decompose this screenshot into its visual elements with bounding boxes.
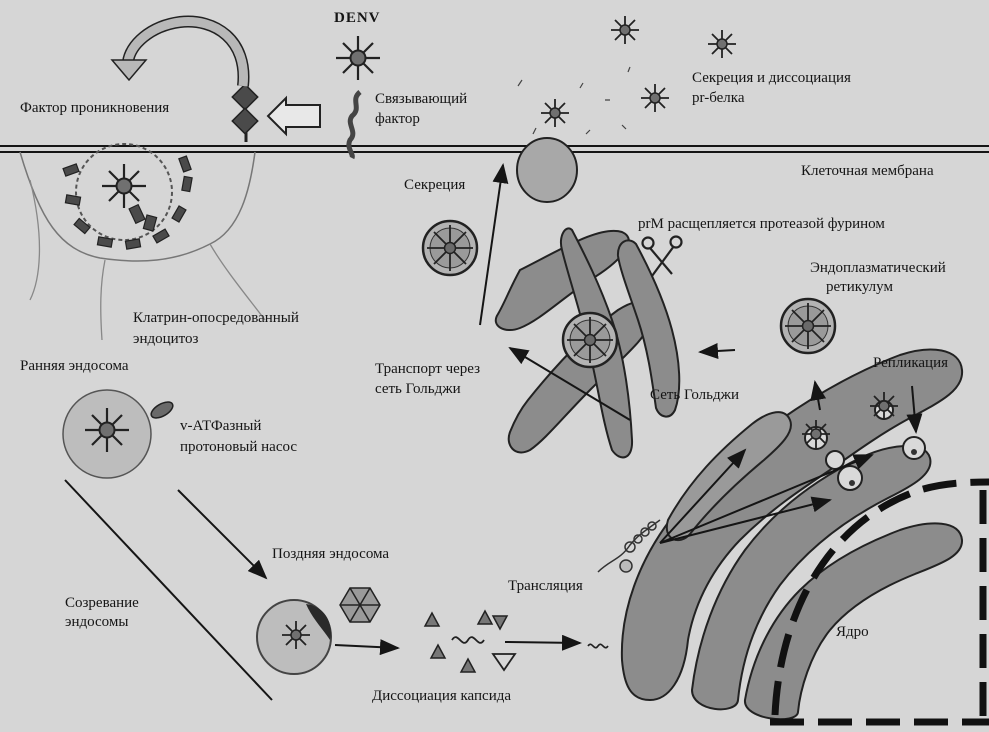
label-nucleus: Ядро xyxy=(836,624,869,641)
label-binding-factor-2: фактор xyxy=(375,111,420,128)
late-endosome xyxy=(257,600,331,674)
uncoating-arrow xyxy=(335,645,398,648)
label-translation: Трансляция xyxy=(508,578,583,595)
secretion-arrow xyxy=(480,165,503,325)
early-endosome xyxy=(63,390,175,478)
label-replication: Репликация xyxy=(873,355,948,372)
capsid-hexagon xyxy=(340,588,380,622)
label-secretion-dissociation-2: pr-белка xyxy=(692,90,745,107)
secretion-vesicle xyxy=(517,138,577,202)
label-clathrin-1: Клатрин-опосредованный xyxy=(133,310,299,327)
label-golgi: Сеть Гольджи xyxy=(650,387,739,404)
binding-factor xyxy=(349,92,360,158)
label-late-endosome: Поздняя эндосома xyxy=(272,546,389,563)
denv-virion xyxy=(336,36,380,80)
immature-virion-golgi xyxy=(563,313,617,367)
label-binding-factor-1: Связывающий xyxy=(375,91,467,108)
maturation-line xyxy=(65,480,272,700)
label-entry-factor: Фактор проникновения xyxy=(20,100,169,117)
binding-arrow xyxy=(268,98,320,134)
entry-factor-receptor xyxy=(112,22,258,142)
label-er-1: Эндоплазматический xyxy=(810,260,946,277)
label-clathrin-2: эндоцитоз xyxy=(133,331,198,348)
label-v-atpase-1: v-АТФазный xyxy=(180,418,261,435)
label-secretion: Секреция xyxy=(404,177,465,194)
viral-rna xyxy=(588,644,608,647)
label-cell-membrane: Клеточная мембрана xyxy=(801,163,934,180)
label-secretion-dissociation-1: Секреция и диссоциация xyxy=(692,70,851,87)
label-maturation-1: Созревание xyxy=(65,595,139,612)
label-early-endosome: Ранняя эндосома xyxy=(20,358,129,375)
dissociated-capsid xyxy=(425,611,515,672)
er-to-golgi-arrow xyxy=(700,350,735,352)
label-maturation-2: эндосомы xyxy=(65,614,128,631)
label-prm-cleavage: prM расщепляется протеазой фурином xyxy=(638,216,885,233)
label-er-2: ретикулум xyxy=(826,279,893,296)
immature-virion-er xyxy=(781,299,835,353)
translation-start-arrow xyxy=(505,642,580,643)
cell-membrane xyxy=(0,146,989,152)
label-v-atpase-2: протоновый насос xyxy=(180,439,297,456)
immature-virion-golgi-entry xyxy=(423,221,477,275)
label-capsid-dissociation: Диссоциация капсида xyxy=(372,688,511,705)
endosome-progression-arrow xyxy=(178,490,266,578)
label-denv: DENV xyxy=(334,10,381,27)
label-golgi-transport-1: Транспорт через xyxy=(375,361,480,378)
label-golgi-transport-2: сеть Гольджи xyxy=(375,381,461,398)
